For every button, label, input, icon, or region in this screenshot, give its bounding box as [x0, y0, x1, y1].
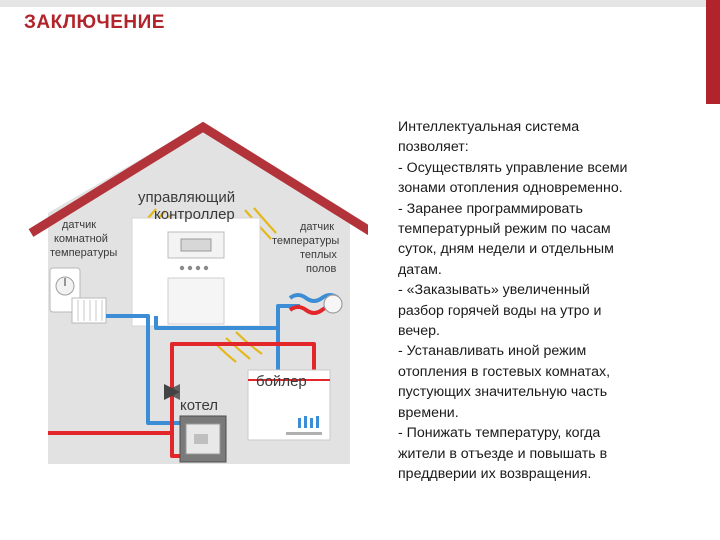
slide-title: ЗАКЛЮЧЕНИЕ: [24, 12, 165, 33]
water-heater-label: бойлер: [256, 373, 307, 390]
water-heater: [247, 369, 331, 441]
radiator: [71, 297, 107, 324]
text-line: температурный режим по часам: [398, 221, 611, 238]
text-line: позволяет:: [398, 139, 469, 156]
heating-boiler-label: котел: [180, 397, 218, 414]
text-line: вечер.: [398, 323, 440, 340]
top-band: [0, 0, 706, 7]
floor-heating-sensor: [323, 294, 343, 314]
text-line: времени.: [398, 404, 459, 421]
text-line: жители в отъезде и повышать в: [398, 445, 608, 462]
text-line: - Понижать температуру, когда: [398, 425, 601, 442]
controller-label-line2: контроллер: [154, 206, 235, 223]
controller-label-line1: управляющий: [138, 189, 235, 206]
floor-sensor-label-line3: теплых: [300, 249, 337, 261]
controller-unit: [131, 217, 261, 327]
text-line: отопления в гостевых комнатах,: [398, 363, 611, 380]
floor-sensor-label-line4: полов: [306, 263, 336, 275]
text-line: преддверии их возвращения.: [398, 465, 592, 482]
floor-sensor-label-line2: температуры: [272, 235, 339, 247]
room-sensor-label-line3: температуры: [50, 247, 117, 259]
house-roof: [28, 121, 368, 237]
text-line: датам.: [398, 261, 442, 278]
text-line: - Заранее программировать: [398, 200, 583, 217]
text-line: пустующих значительную часть: [398, 384, 608, 401]
heating-system-diagram: управляющий контроллер датчик комнатной …: [28, 121, 368, 464]
text-line: - Осуществлять управление всеми: [398, 159, 628, 176]
text-line: - Устанавливать иной режим: [398, 343, 587, 360]
text-line: разбор горячей воды на утро и: [398, 302, 602, 319]
text-line: суток, дням недели и отдельным: [398, 241, 614, 258]
heating-boiler: [179, 415, 227, 463]
floor-sensor-label-line1: датчик: [300, 221, 334, 233]
description-text: Интеллектуальная система позволяет: - Ос…: [398, 117, 698, 484]
text-line: - «Заказывать» увеличенный: [398, 282, 590, 299]
accent-bar: [706, 0, 720, 104]
text-line: зонами отопления одновременно.: [398, 180, 623, 197]
valve-icon: [164, 384, 180, 400]
text-line: Интеллектуальная система: [398, 119, 580, 135]
room-sensor-label-line2: комнатной: [54, 233, 108, 245]
room-sensor-label-line1: датчик: [62, 219, 96, 231]
